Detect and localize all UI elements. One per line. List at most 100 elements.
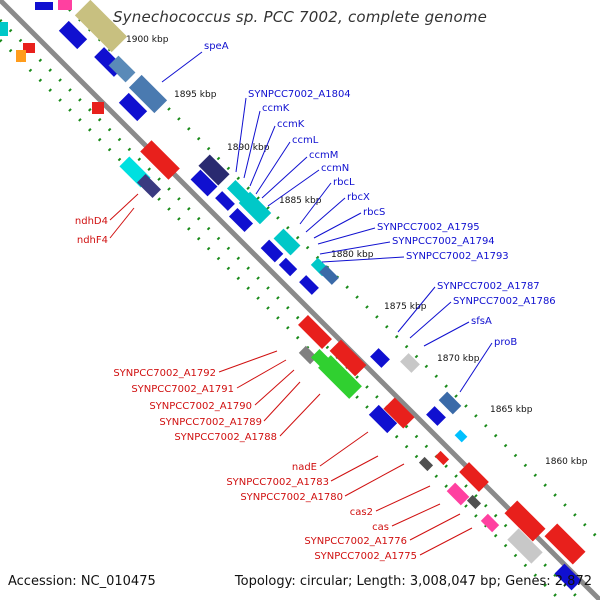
gene-block	[198, 154, 230, 186]
gene-block	[544, 523, 586, 565]
gene-label[interactable]: SYNPCC7002_A1776	[304, 536, 407, 547]
gene-label[interactable]: SYNPCC7002_A1775	[314, 551, 417, 562]
kbp-tick-label: 1860 kbp	[545, 457, 588, 467]
gene-block	[58, 20, 88, 50]
gene-block	[140, 140, 180, 180]
gene-label[interactable]: ndhF4	[77, 235, 108, 246]
gene-block	[480, 513, 500, 533]
gene-label[interactable]: SYNPCC7002_A1792	[113, 368, 216, 379]
gene-label[interactable]: cas2	[350, 507, 373, 518]
gene-label[interactable]: ccmM	[309, 150, 338, 161]
gene-label[interactable]: SYNPCC7002_A1783	[226, 477, 329, 488]
gene-block	[190, 169, 218, 197]
gene-block	[298, 345, 318, 365]
gene-label[interactable]: sfsA	[471, 316, 492, 327]
gene-block	[554, 563, 582, 591]
gene-block	[74, 0, 128, 53]
gene-label[interactable]: SYNPCC7002_A1793	[406, 251, 509, 262]
forward-strand-genes	[58, 0, 468, 443]
gene-block	[418, 456, 434, 472]
gene-block	[504, 500, 546, 542]
gene-fragment	[35, 2, 53, 10]
gene-block	[278, 257, 298, 277]
gene-label[interactable]: nadE	[292, 462, 317, 473]
kbp-tick-label: 1890 kbp	[227, 143, 270, 153]
gene-block	[128, 74, 168, 114]
gene-block	[108, 55, 136, 83]
gene-label[interactable]: SYNPCC7002_A1791	[131, 384, 234, 395]
reverse-leader-lines	[109, 193, 473, 556]
gene-label[interactable]: ccmL	[292, 135, 319, 146]
gene-label[interactable]: SYNPCC7002_A1786	[453, 296, 556, 307]
gene-label[interactable]: ccmN	[321, 163, 349, 174]
gene-label[interactable]: ccmK	[277, 119, 305, 130]
gene-block	[319, 265, 339, 285]
gene-block	[329, 339, 367, 377]
gene-block	[215, 191, 235, 211]
kbp-tick-label: 1885 kbp	[279, 196, 322, 206]
gene-block	[273, 228, 301, 256]
forward-leader-lines	[161, 51, 493, 393]
dotted-ring-reverse-outer	[0, 38, 562, 600]
forward-gene-labels: speA SYNPCC7002_A1804 ccmK ccmK ccmL ccm…	[204, 41, 556, 348]
reverse-gene-labels: ndhD4 ndhF4 SYNPCC7002_A1792 SYNPCC7002_…	[75, 216, 417, 562]
gene-label[interactable]: SYNPCC7002_A1794	[392, 236, 495, 247]
gene-label[interactable]: ndhD4	[75, 216, 108, 227]
gene-block	[454, 429, 468, 443]
gene-block	[459, 462, 489, 492]
gene-block	[466, 494, 482, 510]
gene-label[interactable]: speA	[204, 41, 229, 52]
gene-label[interactable]: rbcS	[363, 207, 385, 218]
gene-fragment	[58, 0, 72, 10]
gene-fragment	[16, 50, 26, 62]
gene-block	[434, 450, 450, 466]
gene-label[interactable]: rbcL	[333, 177, 355, 188]
gene-label[interactable]: cas	[372, 522, 389, 533]
kbp-tick-label: 1865 kbp	[490, 405, 533, 415]
kbp-tick-label: 1870 kbp	[437, 354, 480, 364]
gene-block	[438, 391, 462, 415]
kbp-tick-label: 1900 kbp	[126, 35, 169, 45]
gene-block	[260, 239, 284, 263]
gene-block	[370, 348, 390, 368]
gene-block	[383, 397, 415, 429]
gene-fragment	[0, 22, 8, 36]
gene-block	[228, 207, 254, 233]
kbp-tick-label: 1895 kbp	[174, 90, 217, 100]
gene-block	[136, 173, 162, 199]
gene-label[interactable]: SYNPCC7002_A1789	[159, 417, 262, 428]
gene-block	[238, 191, 272, 225]
gene-label[interactable]: SYNPCC7002_A1787	[437, 281, 540, 292]
gene-label[interactable]: SYNPCC7002_A1780	[240, 492, 343, 503]
gene-block	[507, 528, 543, 564]
gene-label[interactable]: SYNPCC7002_A1795	[377, 222, 480, 233]
top-left-fragments	[0, 0, 104, 114]
gene-block	[368, 404, 398, 434]
gene-label[interactable]: SYNPCC7002_A1788	[174, 432, 277, 443]
map-title: Synechococcus sp. PCC 7002, complete gen…	[112, 8, 488, 26]
gene-block	[118, 92, 148, 122]
accession-label: Accession: NC_010475	[8, 574, 156, 589]
gene-block	[446, 482, 470, 506]
gene-block	[318, 355, 362, 399]
gene-block	[298, 315, 332, 349]
gene-label[interactable]: SYNPCC7002_A1804	[248, 89, 351, 100]
genome-summary-label: Topology: circular; Length: 3,008,047 bp…	[234, 574, 592, 589]
kbp-tick-label: 1875 kbp	[384, 302, 427, 312]
gene-label[interactable]: rbcX	[347, 192, 370, 203]
reverse-strand-genes	[119, 140, 586, 591]
gene-block	[426, 406, 446, 426]
gene-label[interactable]: SYNPCC7002_A1790	[149, 401, 252, 412]
dotted-ring-inner	[0, 18, 582, 600]
gene-fragment	[92, 102, 104, 114]
gene-block	[400, 353, 420, 373]
kbp-tick-labels: 1900 kbp 1895 kbp 1890 kbp 1885 kbp 1880…	[126, 35, 588, 467]
gene-label[interactable]: proB	[494, 337, 517, 348]
gene-fragment	[23, 43, 35, 53]
kbp-tick-label: 1880 kbp	[331, 250, 374, 260]
gene-block	[299, 275, 319, 295]
gene-label[interactable]: ccmK	[262, 103, 290, 114]
